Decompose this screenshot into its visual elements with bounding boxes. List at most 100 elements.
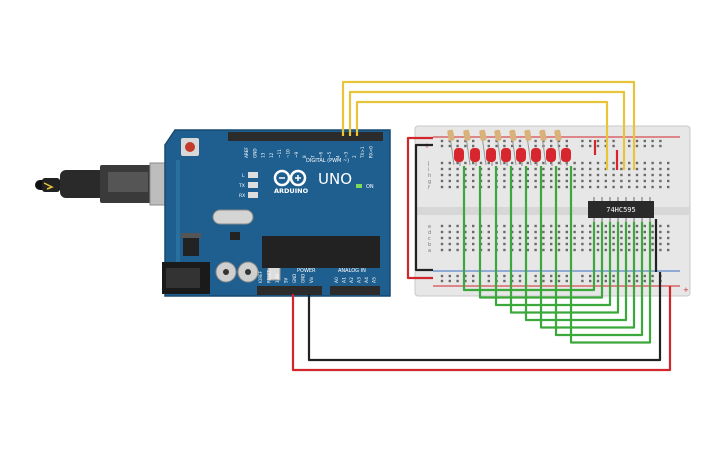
ic-pin <box>601 197 603 201</box>
breadboard-hole <box>511 179 514 183</box>
breadboard-hole <box>573 230 576 234</box>
breadboard-hole <box>464 161 467 165</box>
breadboard-hole <box>659 242 662 246</box>
power-header[interactable] <box>257 286 322 295</box>
digital-pin-label: ~11 <box>277 149 282 158</box>
digital-header[interactable] <box>228 132 383 141</box>
breadboard-hole <box>565 173 568 177</box>
breadboard-hole <box>495 161 498 165</box>
breadboard-hole <box>612 139 615 143</box>
breadboard-hole <box>448 279 451 283</box>
breadboard-hole <box>487 139 490 143</box>
breadboard-hole <box>651 179 654 183</box>
row-letter: d <box>428 230 431 236</box>
breadboard-hole <box>487 185 490 189</box>
breadboard-hole <box>542 161 545 165</box>
breadboard-hole <box>464 144 467 148</box>
breadboard-hole <box>635 242 639 246</box>
breadboard-hole <box>487 279 490 283</box>
breadboard-hole <box>596 167 600 171</box>
breadboard-hole <box>565 248 568 252</box>
breadboard-hole <box>518 230 522 234</box>
breadboard-hole <box>581 173 584 177</box>
breadboard-hole <box>511 236 514 240</box>
breadboard-hole <box>464 224 467 228</box>
breadboard-hole <box>495 139 498 143</box>
resistor <box>494 129 502 141</box>
breadboard-hole <box>596 139 600 143</box>
breadboard-hole <box>635 230 639 234</box>
ic-pin <box>625 218 627 222</box>
breadboard-hole <box>604 167 607 171</box>
breadboard-hole <box>573 167 576 171</box>
breadboard-hole <box>542 274 545 278</box>
breadboard-hole <box>635 274 639 278</box>
breadboard-hole <box>503 224 506 228</box>
analog-pin-label: A4 <box>364 277 370 283</box>
breadboard-hole <box>456 248 459 252</box>
breadboard-hole <box>581 179 584 183</box>
breadboard-hole <box>612 144 615 148</box>
breadboard-hole <box>503 161 506 165</box>
breadboard-hole <box>440 173 444 177</box>
breadboard-hole <box>526 248 529 252</box>
breadboard-hole <box>659 173 662 177</box>
breadboard-hole <box>628 230 631 234</box>
breadboard-hole <box>518 144 522 148</box>
breadboard-hole <box>635 236 639 240</box>
breadboard-hole <box>581 230 584 234</box>
breadboard-hole <box>667 173 670 177</box>
digital-pin-label: ~3 <box>344 151 349 158</box>
breadboard-hole <box>464 248 467 252</box>
breadboard-hole <box>448 236 451 240</box>
breadboard-hole <box>620 236 623 240</box>
breadboard-hole <box>448 230 451 234</box>
breadboard-hole <box>573 224 576 228</box>
breadboard-hole <box>643 185 646 189</box>
breadboard-hole <box>511 230 514 234</box>
digital-pin-label: ~6 <box>319 151 324 158</box>
breadboard-hole <box>557 167 561 171</box>
breadboard-hole <box>659 236 662 240</box>
arduino-board[interactable]: ARDUINO UNO ON TX RX L DIGITAL (PWM ~) P… <box>162 129 391 297</box>
breadboard-hole <box>667 179 670 183</box>
breadboard-hole <box>534 230 537 234</box>
rx-label: RX <box>239 193 245 199</box>
breadboard-hole <box>651 224 654 228</box>
breadboard-hole <box>518 242 522 246</box>
breadboard-hole <box>628 248 631 252</box>
breadboard-hole <box>604 279 607 283</box>
resistor <box>524 129 532 141</box>
breadboard-hole <box>620 242 623 246</box>
power-pin-label: 3.3V <box>275 274 280 283</box>
breadboard-hole <box>589 167 592 171</box>
green-wire <box>554 166 644 337</box>
shift-register-ic[interactable]: 74HC595 <box>588 197 654 222</box>
ic-pin <box>633 197 635 201</box>
breadboard-hole <box>526 185 529 189</box>
breadboard-hole <box>440 248 444 252</box>
red-wire <box>406 136 433 280</box>
breadboard-hole <box>667 224 670 228</box>
breadboard-hole <box>440 179 444 183</box>
breadboard-hole <box>589 179 592 183</box>
breadboard-hole <box>643 279 646 283</box>
yellow-wire <box>355 100 609 170</box>
breadboard-hole <box>487 161 490 165</box>
breadboard-hole <box>589 242 592 246</box>
breadboard-hole <box>464 274 467 278</box>
breadboard-hole <box>511 279 514 283</box>
analog-header[interactable] <box>330 286 380 295</box>
breadboard-hole <box>659 179 662 183</box>
breadboard-hole <box>487 274 490 278</box>
ic-pin <box>625 197 627 201</box>
breadboard-hole <box>589 185 592 189</box>
green-wire <box>569 166 652 344</box>
breadboard-hole <box>589 274 592 278</box>
breadboard-hole <box>448 224 451 228</box>
breadboard-hole <box>456 144 459 148</box>
breadboard-hole <box>581 274 584 278</box>
breadboard-hole <box>581 161 584 165</box>
breadboard-hole <box>581 144 584 148</box>
